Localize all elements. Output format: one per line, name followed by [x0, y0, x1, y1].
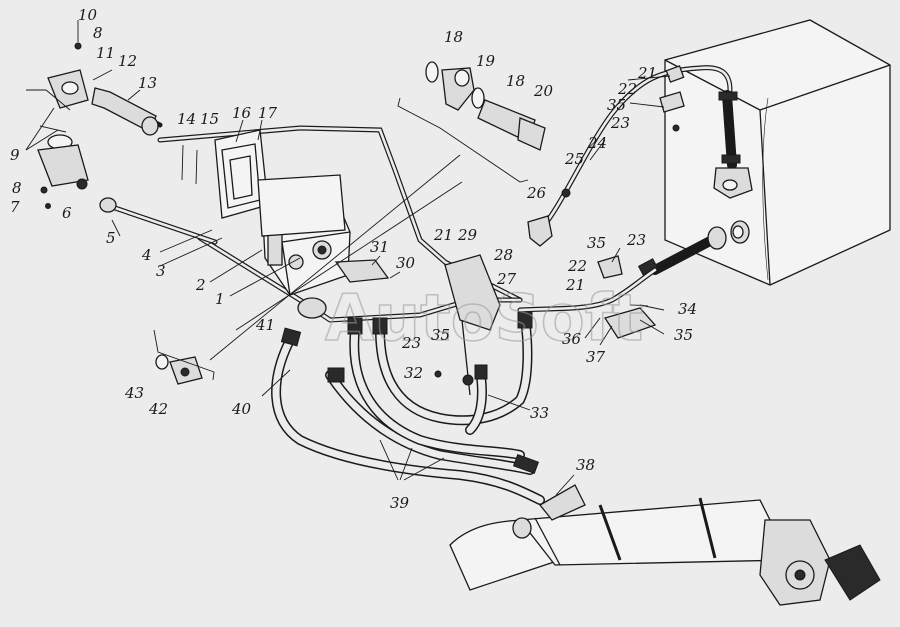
callout-31: 31	[370, 238, 389, 256]
hoses	[271, 311, 545, 505]
callout-11: 11	[96, 44, 115, 62]
callout-5: 5	[106, 229, 116, 247]
callout-21-right: 21	[565, 276, 585, 294]
callout-43: 43	[124, 384, 144, 402]
callout-34: 34	[678, 300, 697, 318]
callout-12: 12	[118, 52, 137, 70]
callout-3: 3	[156, 262, 166, 280]
callout-35-low: 35	[674, 326, 693, 344]
callout-30: 30	[396, 254, 416, 272]
callout-13: 13	[138, 74, 157, 92]
callout-41: 41	[255, 316, 275, 334]
callout-23-top: 23	[610, 114, 630, 132]
bracket-plate	[214, 129, 346, 237]
callout-1: 1	[215, 290, 225, 308]
fitting-42-43	[155, 354, 203, 385]
callout-33: 33	[530, 404, 549, 422]
callout-10: 10	[78, 6, 98, 24]
callout-9: 9	[10, 146, 20, 164]
callout-36: 36	[562, 330, 582, 348]
callout-22-right: 22	[567, 257, 587, 275]
callout-25: 25	[564, 150, 584, 168]
banjo-parts	[425, 61, 546, 151]
tank-clamps	[561, 91, 685, 307]
callout-19: 19	[476, 52, 496, 70]
callout-21-top: 21	[637, 64, 657, 82]
callout-35-top: 35	[607, 96, 626, 114]
callout-37: 37	[586, 348, 606, 366]
callout-39: 39	[390, 494, 410, 512]
brace-lines	[26, 89, 529, 381]
bracket-27-29	[297, 254, 501, 396]
callout-6: 6	[62, 204, 72, 222]
callout-23-low: 23	[401, 334, 421, 352]
oil-tank	[664, 19, 891, 286]
suction-pipe	[517, 226, 727, 339]
callout-23-right: 23	[626, 231, 646, 249]
callout-32: 32	[404, 364, 423, 382]
callout-8-top: 8	[93, 24, 103, 42]
watermark: AutoSoft	[325, 282, 643, 356]
callout-35-right: 35	[587, 234, 606, 252]
callout-27: 27	[496, 270, 517, 288]
leader-lines	[25, 69, 671, 496]
top-left-parts	[37, 20, 198, 209]
callout-7: 7	[10, 198, 20, 216]
callout-8-left: 8	[12, 179, 22, 197]
callout-18-a: 18	[444, 28, 463, 46]
callout-14: 14	[177, 110, 196, 128]
callout-2: 2	[195, 276, 206, 294]
hydraulic-cylinder	[449, 484, 881, 606]
return-pipe-24	[527, 65, 753, 247]
callout-40: 40	[231, 400, 252, 418]
callout-17: 17	[258, 104, 278, 122]
callout-4: 4	[141, 246, 152, 264]
callout-38: 38	[576, 456, 595, 474]
callout-18-b: 18	[506, 72, 525, 90]
callouts: 10 8 11 12 13 9 8 7 6 5 14 15 16 17 4 3 …	[10, 6, 697, 512]
callout-28: 28	[493, 246, 513, 264]
callout-15: 15	[200, 110, 219, 128]
callout-22-top: 22	[617, 80, 637, 98]
callout-26: 26	[526, 184, 547, 202]
callout-16: 16	[232, 104, 252, 122]
callout-35-low-mid: 35	[431, 326, 450, 344]
callout-24: 24	[587, 134, 607, 152]
callout-20: 20	[533, 82, 554, 100]
callout-29: 29	[457, 226, 478, 244]
callout-21-mid: 21	[433, 226, 453, 244]
callout-42: 42	[148, 400, 168, 418]
